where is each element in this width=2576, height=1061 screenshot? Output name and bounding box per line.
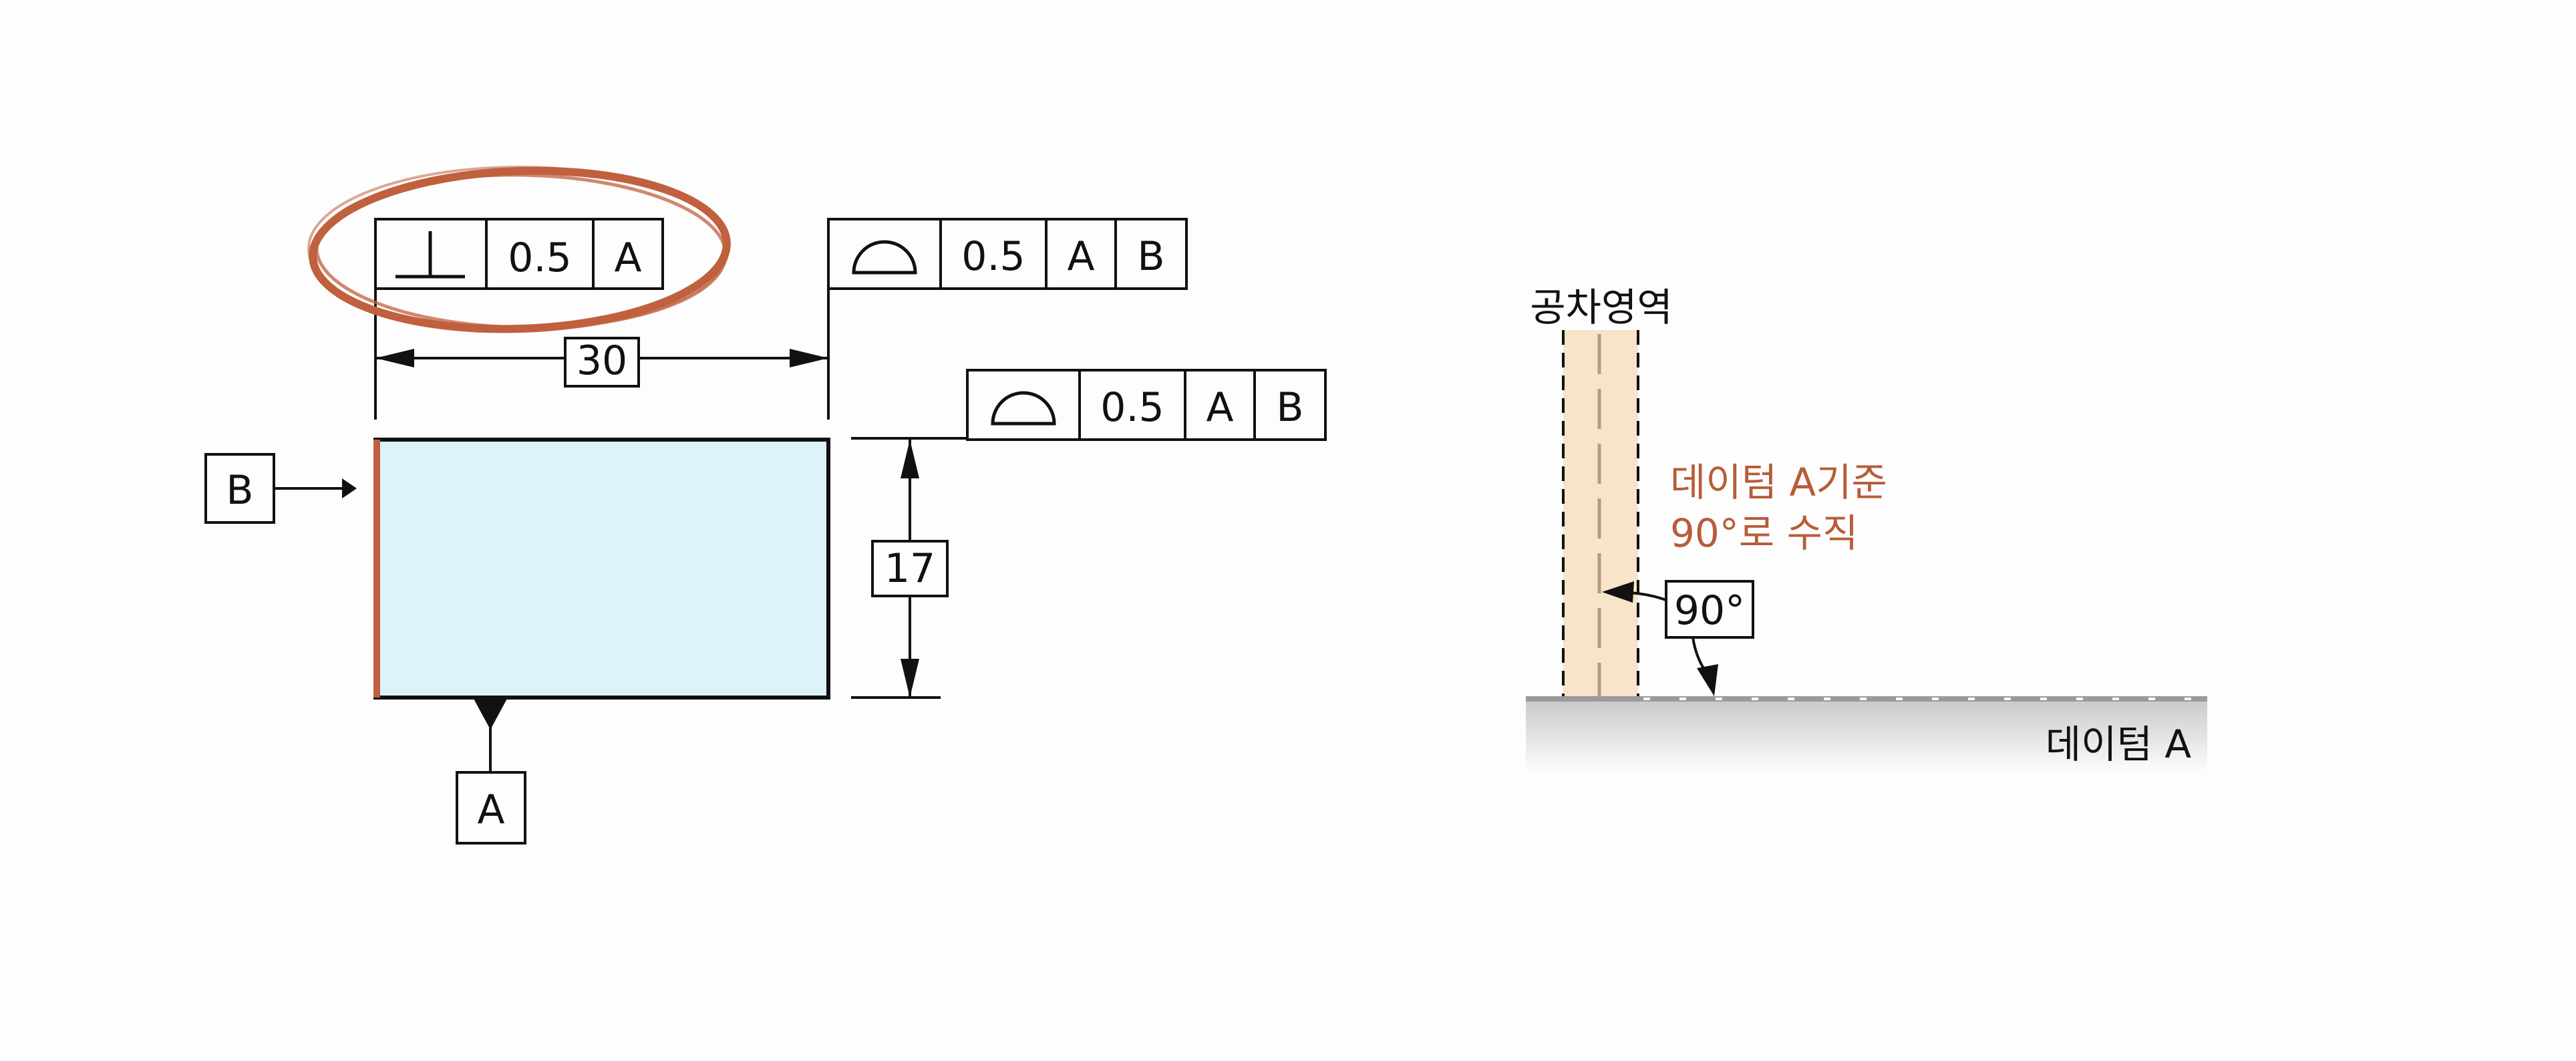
left-drawing: 30 0.5 A 0.5 A B — [204, 166, 1327, 845]
datum-a-label: A — [477, 786, 504, 833]
datum-b-feature: B — [204, 453, 357, 524]
profile-lower-datum-2: B — [1276, 384, 1303, 431]
datum-b-triangle — [342, 478, 357, 498]
profile-frame-lower: 0.5 A B — [851, 369, 1327, 441]
arrowhead-bottom — [901, 659, 919, 698]
perpendicularity-datum: A — [614, 235, 641, 281]
dimension-30: 30 — [577, 337, 627, 384]
datum-a-triangle — [473, 698, 508, 730]
angle-arrowhead-bottom — [1697, 664, 1718, 696]
dimension-17-box — [871, 540, 949, 597]
arrowhead-left — [375, 349, 414, 367]
profile-upper-tolerance: 0.5 — [961, 233, 1025, 280]
part-body — [373, 438, 830, 700]
datum-b-label: B — [226, 467, 253, 514]
angle-label: 90° — [1674, 587, 1745, 634]
profile-of-surface-icon — [991, 391, 1056, 426]
annotation-line-1: 데이텀 A기준 — [1670, 460, 1887, 505]
profile-upper-datum-2: B — [1137, 233, 1164, 280]
datum-a-feature: A — [456, 698, 526, 845]
arrowhead-right — [790, 349, 828, 367]
perpendicularity-tolerance: 0.5 — [508, 235, 571, 281]
profile-upper-datum-1: A — [1067, 233, 1094, 280]
dimension-30-box — [564, 337, 640, 388]
dimension-17: 17 — [884, 545, 935, 592]
angle-box — [1665, 580, 1754, 639]
profile-lower-datum-1: A — [1206, 384, 1233, 431]
profile-lower-tolerance: 0.5 — [1100, 384, 1164, 431]
profile-of-surface-icon — [852, 240, 917, 275]
perpendicularity-frame: 0.5 A — [374, 218, 664, 290]
arrowhead-top — [901, 440, 919, 478]
profile-frame-upper: 0.5 A B — [827, 218, 1188, 290]
right-drawing: 공차영역 데이텀 A 데이텀 A기준 90°로 수직 90° — [1526, 285, 2207, 772]
tolerance-zone-label: 공차영역 — [1530, 285, 1672, 330]
angle-arrowhead-top — [1602, 581, 1634, 603]
datum-a-surface-label: 데이텀 A — [2046, 722, 2192, 767]
highlight-ellipse — [307, 166, 731, 333]
datum-a-ground — [1526, 699, 2207, 772]
perpendicularity-icon — [395, 231, 465, 279]
annotation-line-2: 90°로 수직 — [1670, 510, 1858, 556]
